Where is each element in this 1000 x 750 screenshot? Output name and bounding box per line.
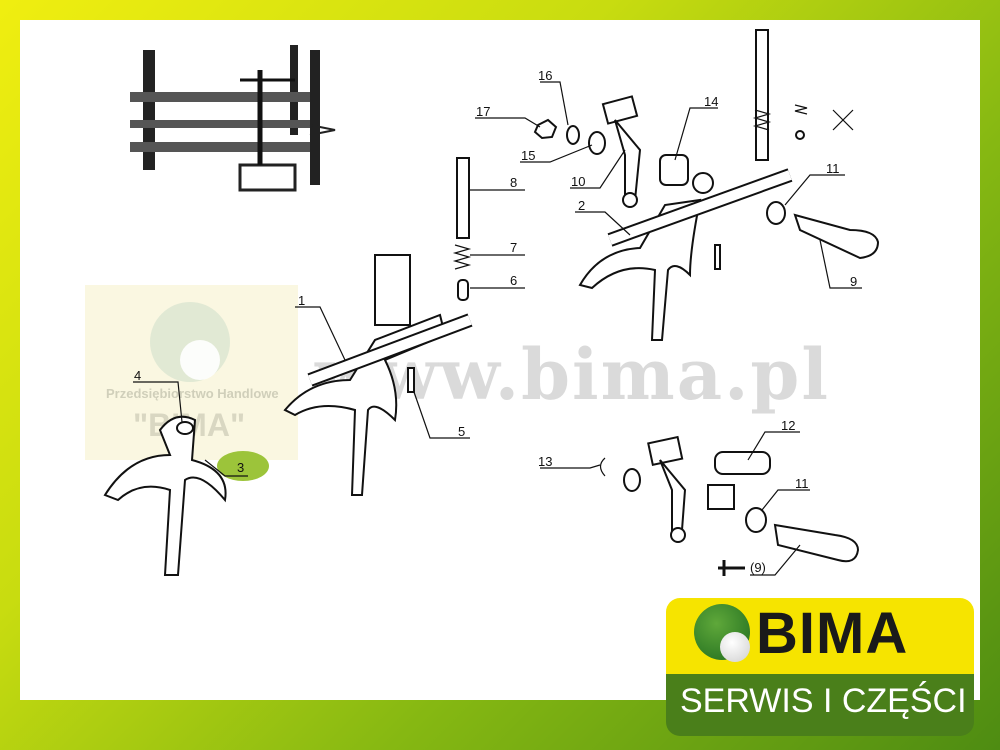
- logo-tagline: SERWIS I CZĘŚCI: [680, 682, 967, 720]
- callout-11: 11: [826, 161, 840, 176]
- callout-8: 8: [510, 175, 517, 190]
- callout-13: 13: [538, 454, 552, 469]
- callout-12: 12: [781, 418, 795, 433]
- needle-bearing: [707, 484, 735, 510]
- shift-fork-3: [103, 415, 227, 576]
- nut-17: [533, 118, 558, 140]
- pin-5: [407, 367, 415, 393]
- shift-fork-1: [283, 313, 447, 496]
- callout-10: 10: [571, 174, 585, 189]
- logo-name: BIMA: [756, 601, 909, 666]
- callout-1: 1: [298, 293, 305, 308]
- watermark-company-line: Przedsiębiorstwo Handlowe: [106, 386, 279, 401]
- callout-17: 17: [476, 104, 490, 119]
- callout-16: 16: [538, 68, 552, 83]
- bima-logo: BIMA SERWIS I CZĘŚCI: [666, 598, 974, 738]
- callout-9: 9: [850, 274, 857, 289]
- callout-4: 4: [134, 368, 141, 383]
- circlip-13: [599, 457, 606, 477]
- gearbox-inset: [130, 45, 336, 195]
- ring-16: [566, 125, 580, 145]
- watermark-logo-ball-icon: [180, 340, 220, 380]
- rod-vertical: [755, 29, 769, 161]
- callout-6: 6: [510, 273, 517, 288]
- washer-15: [588, 131, 606, 155]
- shaft-9-lower: [773, 523, 860, 563]
- callout-5: 5: [458, 424, 465, 439]
- lever-10: [601, 95, 639, 125]
- callout-2: 2: [578, 198, 585, 213]
- fork-1-lug: [374, 254, 411, 326]
- callout-11-lower: 11: [795, 476, 809, 491]
- washer-11: [766, 201, 786, 225]
- washer-11-lower: [745, 507, 767, 533]
- shaft-9: [793, 213, 880, 260]
- callout-14: 14: [704, 94, 718, 109]
- sleeve-12: [714, 451, 771, 475]
- leader-lines: [133, 81, 862, 576]
- bushing-14: [659, 154, 689, 186]
- spring-7: [452, 244, 472, 270]
- callout-15: 15: [521, 148, 535, 163]
- lever-lower: [647, 435, 684, 467]
- callout-7: 7: [510, 240, 517, 255]
- bolt-4: [176, 421, 194, 435]
- callout-3: 3: [237, 460, 244, 475]
- rod-8: [456, 157, 470, 239]
- not-included-icon: [832, 109, 854, 131]
- ball-6: [457, 279, 469, 301]
- shift-fork-2: [578, 198, 702, 341]
- logo-ball-highlight-icon: [720, 632, 750, 662]
- callout-9-ref: (9): [750, 560, 766, 575]
